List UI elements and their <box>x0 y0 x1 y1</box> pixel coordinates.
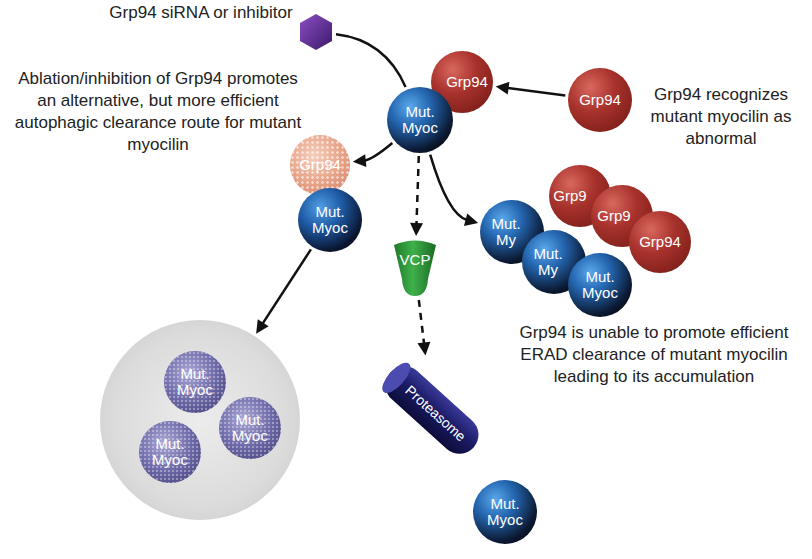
connector-line <box>262 249 311 324</box>
sphere-label: Mut. Myoc <box>575 269 625 301</box>
proteasome-cylinder: Proteasome <box>378 358 487 461</box>
proteasome-label: Proteasome <box>402 382 469 444</box>
arrowhead <box>417 342 430 356</box>
sphere-label: Grp94 <box>446 74 488 90</box>
annotation-text: Grp94 recognizes mutant myocilin as abno… <box>636 84 806 150</box>
myocilin-sphere: Mut. Myoc <box>298 188 362 252</box>
sphere-label: Grp94 <box>579 92 621 108</box>
arrow-connector <box>430 155 478 226</box>
connector-line <box>416 156 418 225</box>
autophagic-myocilin-sphere: Mut. Myoc <box>219 397 281 459</box>
connector-line <box>430 155 467 221</box>
sphere-label: Mut. Myoc <box>395 104 445 136</box>
autophagic-myocilin-sphere: Mut. Myoc <box>164 351 226 413</box>
inhibitor-hexagon: Grp94 siRNA or inhibitor <box>299 13 333 51</box>
arrowhead <box>496 82 510 95</box>
grp94-sphere: Grp94 <box>568 68 632 132</box>
vcp-outline <box>392 239 438 297</box>
arrowhead <box>353 154 367 167</box>
arrowhead <box>256 319 269 333</box>
connector-line <box>507 88 566 96</box>
faded-grp94-sphere: Grp94 <box>290 135 350 195</box>
inhibitor-caption: Grp94 siRNA or inhibitor <box>109 2 293 24</box>
sphere-label: Grp94 <box>639 234 681 250</box>
connector-line <box>336 34 406 87</box>
arrowhead <box>464 213 478 226</box>
hexagon-shape <box>299 13 333 51</box>
sphere-label: Mut. Myoc <box>145 436 195 468</box>
arrow-connector <box>417 300 430 355</box>
arrow-connector <box>410 156 423 236</box>
annotation-text: Grp94 is unable to promote efficient ERA… <box>500 322 808 388</box>
sphere-label: Mut. Myoc <box>305 204 355 236</box>
sphere-label: Mut. Myoc <box>225 412 275 444</box>
arrow-connector <box>256 249 311 333</box>
arrowhead <box>410 223 423 236</box>
sphere-label: Grp9 <box>553 188 586 204</box>
sphere-label: Grp9 <box>597 208 630 224</box>
autophagic-myocilin-sphere: Mut. Myoc <box>139 421 201 483</box>
sphere-label: Mut. My <box>523 246 573 278</box>
sphere-label: Mut. Myoc <box>170 366 220 398</box>
myocilin-sphere: Mut. Myoc <box>387 87 453 153</box>
connector-line <box>364 143 393 161</box>
sphere-label: Mut. Myoc <box>480 496 530 528</box>
sphere-label: Grp94 <box>299 157 341 173</box>
arrow-connector <box>353 143 392 167</box>
vcp-label: VCP <box>400 251 431 268</box>
connector-line <box>419 300 424 345</box>
myocilin-sphere: Mut. Myoc <box>473 480 537 544</box>
arrow-connector <box>336 34 406 87</box>
grp94-sphere: Grp94 <box>629 211 691 273</box>
vcp-shape: VCP <box>392 239 438 297</box>
arrow-connector <box>496 82 566 96</box>
autophagosome-circle: Mut. MyocMut. MyocMut. Myoc <box>100 320 300 520</box>
annotation-text: Ablation/inhibition of Grp94 promotes an… <box>8 68 308 156</box>
myocilin-sphere: Mut. Myoc <box>568 253 632 317</box>
sphere-label: Mut. My <box>481 216 531 248</box>
